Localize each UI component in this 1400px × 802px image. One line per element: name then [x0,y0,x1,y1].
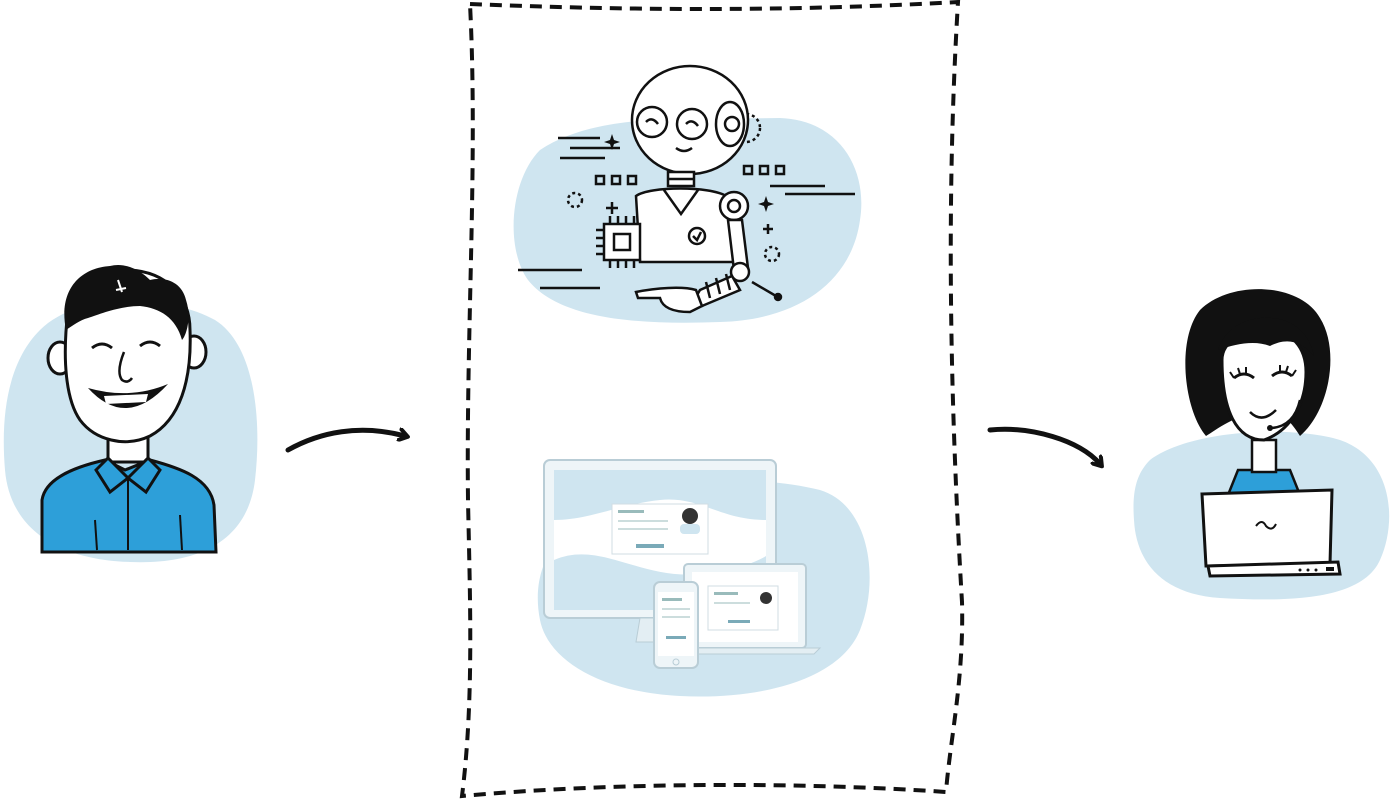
automation-group-border [459,0,965,799]
woman-with-headset-laptop-icon [1185,289,1342,578]
devices-icon [543,459,822,669]
customer-node [3,264,258,563]
ai-bot-node [513,64,862,323]
robot-icon [518,64,855,314]
multi-device-app-node [537,459,870,697]
man-hair [64,264,189,340]
flow-arrow-customer-to-group [285,430,405,453]
support-agent-node [1133,289,1390,600]
flow-arrow-group-to-agent [987,426,1100,464]
smiling-man-icon [40,264,218,554]
